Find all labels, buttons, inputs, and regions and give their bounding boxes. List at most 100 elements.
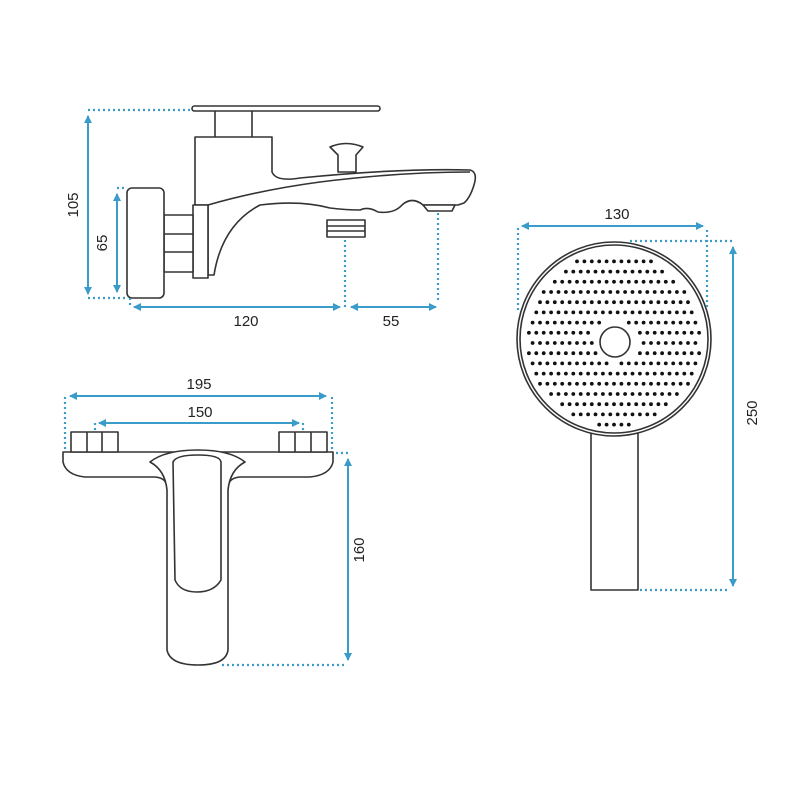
nozzle-dot bbox=[652, 310, 657, 315]
nozzle-dot bbox=[678, 320, 683, 325]
nozzle-dot bbox=[663, 300, 668, 305]
nozzle-dot bbox=[530, 320, 535, 325]
nozzle-dot bbox=[545, 361, 550, 366]
nozzle-dot bbox=[597, 320, 602, 325]
label-150: 150 bbox=[187, 404, 212, 421]
nozzle-dot bbox=[649, 402, 653, 407]
nozzle-dot bbox=[626, 422, 631, 427]
nozzle-dot bbox=[541, 330, 546, 335]
nozzle-dot bbox=[604, 402, 609, 407]
nozzle-dot bbox=[589, 259, 594, 264]
nozzle-dot bbox=[604, 300, 609, 305]
side-view-faucet bbox=[126, 105, 477, 299]
nozzle-dot bbox=[608, 392, 613, 396]
nozzle-dot bbox=[649, 341, 653, 345]
nozzle-dot bbox=[671, 361, 676, 366]
nozzle-dot bbox=[638, 412, 642, 417]
nozzle-dot bbox=[667, 290, 672, 294]
nozzle-dot bbox=[597, 279, 602, 284]
nozzle-dot bbox=[656, 320, 661, 325]
nozzle-dot bbox=[578, 269, 583, 274]
nozzle-dot bbox=[612, 259, 616, 264]
nozzle-dot bbox=[660, 310, 664, 315]
nozzle-dot bbox=[582, 279, 587, 284]
nozzle-dot bbox=[552, 341, 557, 345]
nozzle-dot bbox=[630, 290, 635, 294]
hand-shower-dimensions: 130 250 bbox=[516, 206, 761, 592]
nozzle-dot bbox=[652, 290, 657, 294]
nozzle-dot bbox=[578, 290, 583, 294]
nozzle-dot bbox=[582, 402, 587, 407]
nozzle-dot bbox=[649, 300, 653, 305]
nozzle-dot bbox=[615, 392, 620, 396]
nozzle-dot bbox=[556, 371, 561, 376]
nozzle-dot bbox=[638, 392, 642, 396]
nozzle-dot bbox=[649, 259, 653, 264]
nozzle-dot bbox=[556, 310, 561, 315]
nozzle-dot bbox=[675, 351, 679, 356]
nozzle-dot bbox=[552, 320, 557, 325]
nozzle-dot bbox=[575, 402, 579, 407]
nozzle-dot bbox=[671, 300, 676, 305]
nozzle-dot bbox=[567, 402, 572, 407]
nozzle-dot bbox=[578, 351, 583, 356]
nozzle-dot bbox=[686, 381, 690, 386]
center-hole bbox=[599, 326, 631, 358]
nozzle-dot bbox=[578, 310, 583, 315]
nozzle-dot bbox=[619, 259, 624, 264]
nozzle-dot bbox=[552, 279, 557, 284]
nozzle-dot bbox=[589, 402, 594, 407]
nut-lines bbox=[86, 432, 103, 452]
nozzle-dot bbox=[612, 279, 616, 284]
nozzle-dot bbox=[630, 371, 635, 376]
nozzle-dot bbox=[593, 269, 598, 274]
aerator bbox=[422, 204, 456, 212]
nozzle-dot bbox=[652, 392, 657, 396]
nozzle-dot bbox=[689, 330, 694, 335]
nozzle-dot bbox=[545, 341, 550, 345]
nozzle-dot bbox=[663, 279, 668, 284]
nozzle-dot bbox=[612, 402, 616, 407]
nozzle-dot bbox=[626, 259, 631, 264]
nozzle-dot bbox=[656, 402, 661, 407]
nozzle-dot bbox=[686, 300, 690, 305]
nozzle-dot bbox=[660, 371, 664, 376]
nozzle-dot bbox=[601, 371, 605, 376]
nozzle-dot bbox=[564, 330, 568, 335]
nozzle-dot bbox=[608, 310, 613, 315]
nozzle-dot bbox=[656, 361, 661, 366]
nozzle-dot bbox=[575, 259, 579, 264]
nozzle-dot bbox=[623, 412, 627, 417]
nozzle-dot bbox=[549, 392, 553, 396]
nozzle-dot bbox=[667, 330, 672, 335]
nozzle-dot bbox=[560, 320, 565, 325]
nozzle-dot bbox=[638, 269, 642, 274]
nozzle-dot bbox=[597, 361, 602, 366]
nozzle-dot bbox=[589, 279, 594, 284]
nozzle-dot bbox=[693, 320, 698, 325]
nozzle-dot bbox=[567, 341, 572, 345]
nozzle-dot bbox=[560, 279, 565, 284]
hose-thread bbox=[326, 219, 366, 238]
side-view-dimensions: 105 65 120 55 bbox=[65, 108, 440, 330]
nozzle-dot bbox=[541, 290, 546, 294]
nozzle-dot bbox=[612, 381, 616, 386]
nozzle-dot bbox=[697, 351, 701, 356]
nozzle-dot bbox=[667, 371, 672, 376]
nozzle-dot bbox=[623, 269, 627, 274]
nozzle-dot bbox=[597, 381, 602, 386]
nozzle-dot bbox=[567, 320, 572, 325]
nozzle-dot bbox=[641, 259, 646, 264]
nozzle-dot bbox=[641, 341, 646, 345]
nozzle-dot bbox=[634, 259, 639, 264]
nozzle-dot bbox=[589, 300, 594, 305]
nozzle-dot bbox=[660, 351, 664, 356]
nozzle-dot bbox=[615, 412, 620, 417]
nozzle-dot bbox=[675, 310, 679, 315]
nozzle-dot bbox=[527, 330, 531, 335]
nozzle-dot bbox=[534, 330, 539, 335]
nozzle-dot bbox=[671, 279, 676, 284]
nozzle-dot bbox=[641, 300, 646, 305]
nozzle-dot bbox=[608, 371, 613, 376]
nozzle-dot bbox=[663, 381, 668, 386]
